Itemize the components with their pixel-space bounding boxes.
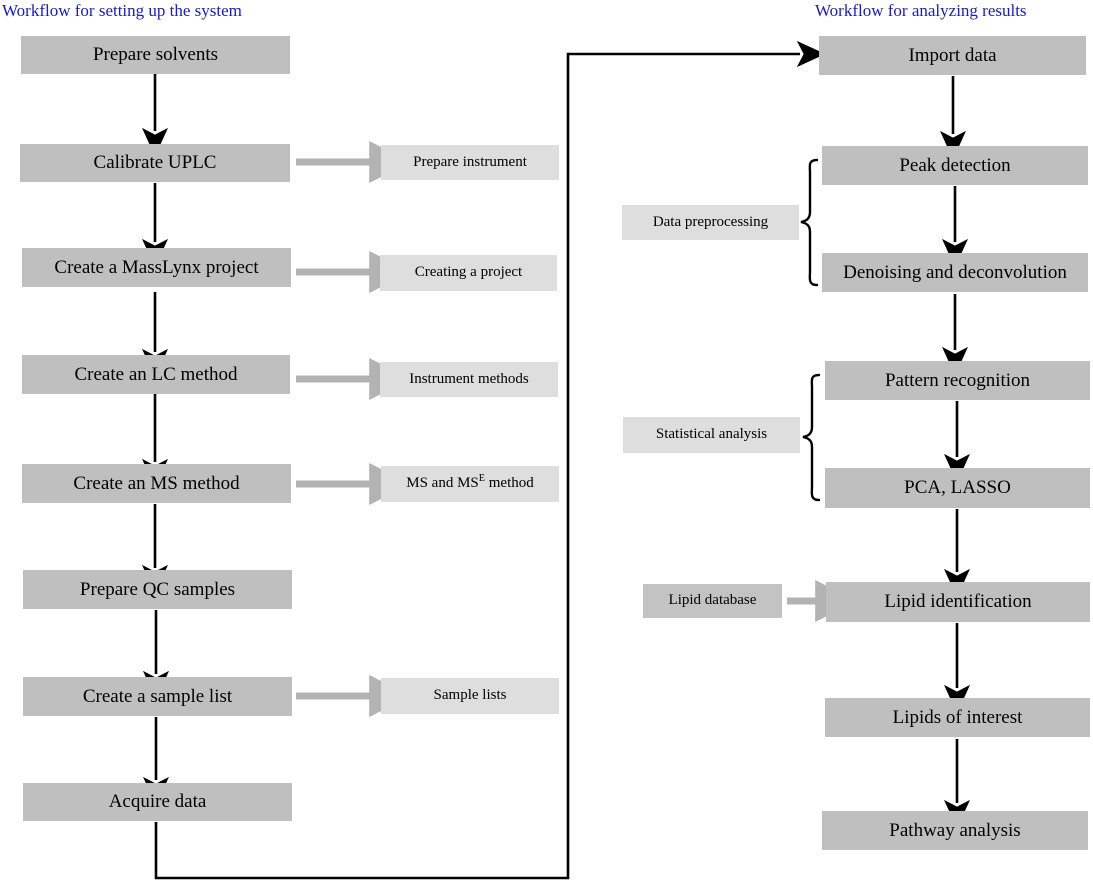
right-flow-arrows	[940, 76, 970, 829]
left-side-label-box[interactable]: Prepare instrument	[381, 145, 559, 180]
right-column-title: Workflow for analyzing results	[815, 1, 1027, 20]
left-side-label-box[interactable]: MS and MSE method	[381, 466, 559, 502]
left-step-box[interactable]: Create a MassLynx project	[22, 248, 291, 287]
group-label-box[interactable]: Data preprocessing	[622, 205, 799, 240]
brace-data-preprocessing	[800, 158, 819, 287]
right-step-box[interactable]: Pattern recognition	[825, 361, 1090, 400]
input-source-box[interactable]: Lipid database	[643, 584, 782, 618]
right-step-box[interactable]: Denoising and deconvolution	[822, 253, 1088, 292]
left-side-arrows	[296, 141, 412, 717]
ms-method-label: MS and MSE method	[406, 473, 534, 492]
left-step-box[interactable]: Create a sample list	[23, 677, 292, 716]
left-column-title: Workflow for setting up the system	[2, 1, 242, 20]
left-side-label-box[interactable]: Sample lists	[381, 678, 559, 714]
right-step-box[interactable]: Import data	[819, 36, 1086, 75]
left-side-label-box[interactable]: Creating a project	[380, 255, 557, 291]
left-step-box[interactable]: Create an LC method	[22, 355, 290, 394]
left-side-label-box[interactable]: Instrument methods	[380, 362, 558, 397]
group-label-box[interactable]: Statistical analysis	[623, 417, 800, 453]
left-step-box[interactable]: Acquire data	[23, 783, 292, 821]
left-step-box[interactable]: Prepare QC samples	[23, 570, 292, 609]
left-step-box[interactable]: Prepare solvents	[21, 36, 290, 74]
left-step-box[interactable]: Calibrate UPLC	[20, 144, 290, 182]
right-step-box[interactable]: Pathway analysis	[822, 811, 1088, 850]
brace-statistical-analysis	[802, 373, 821, 502]
right-step-box[interactable]: Lipid identification	[826, 582, 1090, 622]
left-step-box[interactable]: Create an MS method	[22, 464, 291, 503]
right-step-box[interactable]: Lipids of interest	[825, 698, 1090, 737]
right-step-box[interactable]: Peak detection	[822, 146, 1088, 185]
right-step-box[interactable]: PCA, LASSO	[825, 468, 1090, 508]
